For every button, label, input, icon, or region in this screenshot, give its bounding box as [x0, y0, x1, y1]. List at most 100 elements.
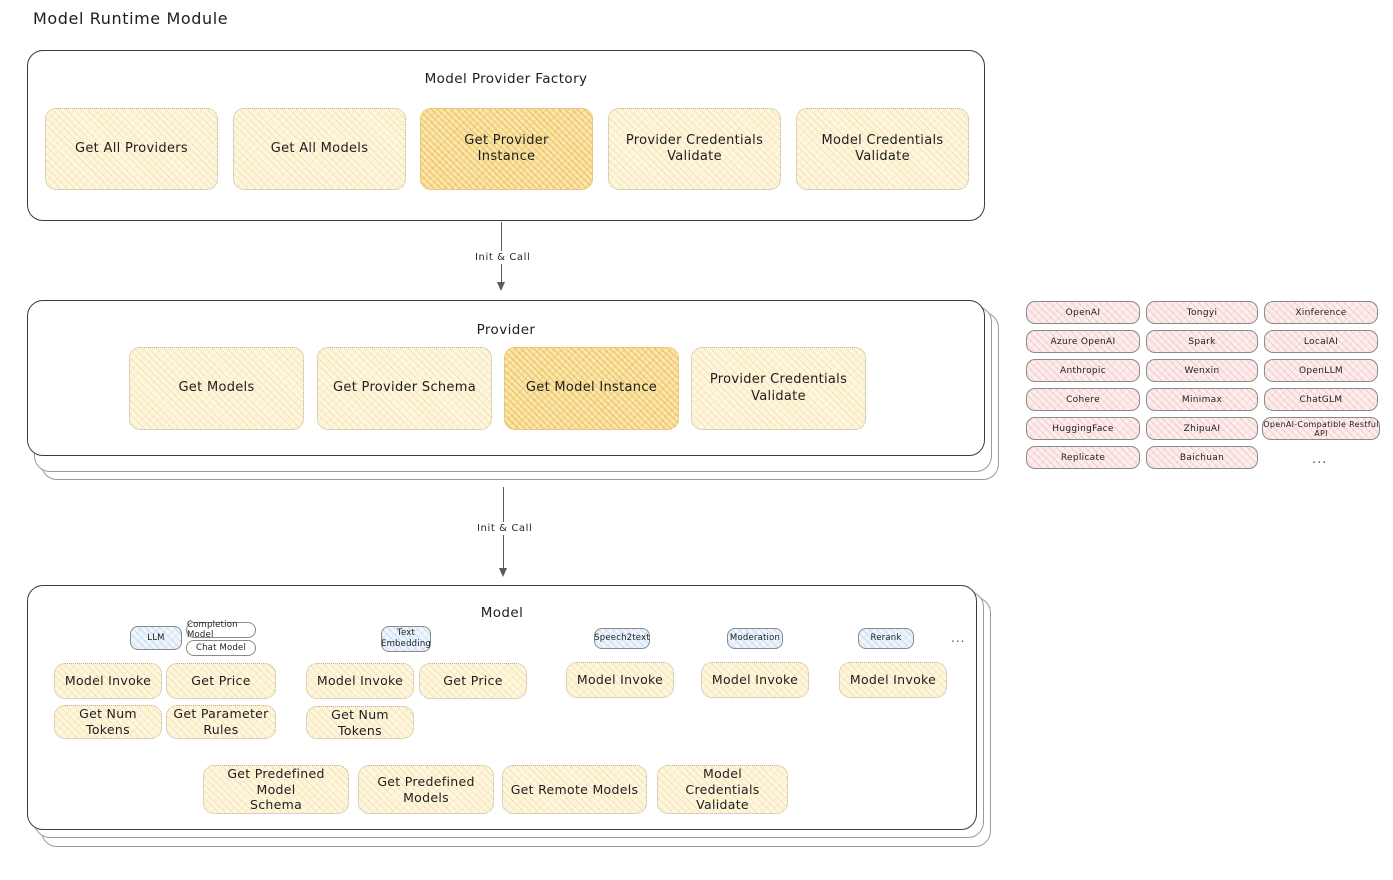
- provider-box-label: Get Provider Schema: [333, 380, 476, 396]
- provider-box-get-provider-schema[interactable]: Get Provider Schema: [317, 347, 492, 430]
- model-op-label: Get Parameter Rules: [173, 706, 269, 737]
- provider-box-label: Provider Credentials Validate: [709, 372, 848, 404]
- factory-box-label: Get All Models: [270, 140, 369, 156]
- provider-chip-spark[interactable]: Spark: [1146, 330, 1258, 353]
- provider-chip-openllm[interactable]: OpenLLM: [1264, 359, 1378, 382]
- provider-chip-openai[interactable]: OpenAI: [1026, 301, 1140, 324]
- provider-chip-chatglm[interactable]: ChatGLM: [1264, 388, 1378, 411]
- model-op-label: Get Num Tokens: [331, 706, 389, 738]
- provider-chip-replicate[interactable]: Replicate: [1026, 446, 1140, 469]
- model-op-label: Model Invoke: [711, 672, 799, 688]
- model-op-label: Get Price: [191, 673, 251, 689]
- model-type-chip-speech2text[interactable]: Speech2text: [594, 628, 650, 649]
- model-types-more-ellipsis: ...: [951, 631, 966, 645]
- model-op-label: Get Price: [443, 673, 503, 689]
- model-common-op-get-remote-models[interactable]: Get Remote Models: [502, 765, 647, 814]
- model-type-label: Text Embedding: [381, 628, 432, 649]
- provider-chip-label: Minimax: [1181, 394, 1223, 405]
- provider-chip-label: OpenAI: [1065, 307, 1101, 318]
- factory-box-model-credentials-validate[interactable]: Model Credentials Validate: [796, 108, 969, 190]
- provider-chip-label: Wenxin: [1184, 365, 1220, 376]
- provider-box-get-model-instance[interactable]: Get Model Instance: [504, 347, 679, 430]
- factory-box-get-all-models[interactable]: Get All Models: [233, 108, 406, 190]
- factory-box-label: Get All Providers: [75, 140, 188, 156]
- model-common-op-label: Get Predefined Models: [377, 773, 475, 805]
- arrow-provider-to-model-label: Init & Call: [473, 522, 537, 535]
- provider-chip-label: Spark: [1188, 336, 1216, 347]
- provider-chip-label: LocalAI: [1303, 336, 1339, 347]
- model-op-speech2text-model-invoke[interactable]: Model Invoke: [566, 662, 674, 698]
- provider-chip-minimax[interactable]: Minimax: [1146, 388, 1258, 411]
- factory-box-get-all-providers[interactable]: Get All Providers: [45, 108, 218, 190]
- provider-chip-wenxin[interactable]: Wenxin: [1146, 359, 1258, 382]
- model-subtype-label: Completion Model: [187, 620, 238, 640]
- page-title: Model Runtime Module: [33, 9, 229, 28]
- model-common-op-get-predefined-model-schema[interactable]: Get Predefined Model Schema: [203, 765, 349, 814]
- provider-chip-tongyi[interactable]: Tongyi: [1146, 301, 1258, 324]
- factory-box-label: Model Credentials Validate: [821, 132, 944, 164]
- model-op-llm-model-invoke[interactable]: Model Invoke: [54, 663, 162, 699]
- provider-chip-label: Xinference: [1295, 307, 1347, 318]
- provider-chip-zhipuai[interactable]: ZhipuAI: [1146, 417, 1258, 440]
- provider-chip-anthropic[interactable]: Anthropic: [1026, 359, 1140, 382]
- model-op-label: Get Num Tokens: [79, 706, 137, 737]
- provider-box-get-models[interactable]: Get Models: [129, 347, 304, 430]
- provider-chip-label: Anthropic: [1060, 365, 1106, 376]
- provider-chip-huggingface[interactable]: HuggingFace: [1026, 417, 1140, 440]
- provider-chip-openai-compatible-restful-api[interactable]: OpenAI-Compatible Restful API: [1262, 417, 1380, 440]
- model-type-chip-llm[interactable]: LLM: [130, 626, 182, 650]
- provider-chip-label: HuggingFace: [1052, 423, 1114, 434]
- model-type-label: Speech2text: [594, 633, 650, 644]
- model-op-llm-get-num-tokens[interactable]: Get Num Tokens: [54, 705, 162, 739]
- provider-chip-label: Azure OpenAI: [1050, 336, 1116, 347]
- provider-chip-xinference[interactable]: Xinference: [1264, 301, 1378, 324]
- arrow-factory-to-provider-label: Init & Call: [471, 251, 535, 264]
- model-common-op-model-credentials-validate[interactable]: Model Credentials Validate: [657, 765, 788, 814]
- provider-list-more-ellipsis: ...: [1312, 452, 1328, 467]
- model-subtype-label: Chat Model: [195, 643, 247, 653]
- model-op-moderation-model-invoke[interactable]: Model Invoke: [701, 662, 809, 698]
- provider-box-label: Get Models: [178, 380, 255, 396]
- provider-chip-baichuan[interactable]: Baichuan: [1146, 446, 1258, 469]
- model-op-label: Model Invoke: [316, 673, 404, 689]
- provider-chip-azure-openai[interactable]: Azure OpenAI: [1026, 330, 1140, 353]
- model-type-label: LLM: [147, 632, 165, 643]
- provider-chip-label: OpenAI-Compatible Restful API: [1263, 419, 1379, 438]
- model-type-chip-moderation[interactable]: Moderation: [727, 628, 783, 649]
- provider-chip-label: ChatGLM: [1299, 394, 1343, 405]
- model-op-text-embedding-model-invoke[interactable]: Model Invoke: [306, 663, 414, 699]
- provider-chip-label: Replicate: [1060, 452, 1106, 463]
- model-op-label: Model Invoke: [576, 672, 664, 688]
- model-subtype-chip-chat-model[interactable]: Chat Model: [186, 640, 256, 656]
- provider-chip-label: ZhipuAI: [1183, 423, 1221, 434]
- model-op-text-embedding-get-num-tokens[interactable]: Get Num Tokens: [306, 706, 414, 739]
- provider-box-provider-credentials-validate[interactable]: Provider Credentials Validate: [691, 347, 866, 430]
- provider-chip-label: Tongyi: [1186, 307, 1218, 318]
- arrow-factory-to-provider-head: [497, 282, 505, 291]
- model-op-llm-get-parameter-rules[interactable]: Get Parameter Rules: [166, 705, 276, 739]
- model-type-chip-text-embedding[interactable]: Text Embedding: [381, 626, 431, 652]
- model-common-op-label: Get Remote Models: [510, 781, 639, 797]
- factory-box-get-provider-instance[interactable]: Get Provider Instance: [420, 108, 593, 190]
- provider-chip-cohere[interactable]: Cohere: [1026, 388, 1140, 411]
- model-common-op-label: Model Credentials Validate: [685, 766, 760, 813]
- factory-box-label: Get Provider Instance: [464, 132, 549, 164]
- provider-chip-localai[interactable]: LocalAI: [1264, 330, 1378, 353]
- model-op-text-embedding-get-price[interactable]: Get Price: [419, 663, 527, 699]
- provider-box-label: Get Model Instance: [525, 380, 658, 396]
- arrow-provider-to-model-head: [499, 568, 507, 577]
- provider-title: Provider: [476, 322, 536, 338]
- factory-box-label: Provider Credentials Validate: [625, 132, 764, 164]
- model-op-label: Model Invoke: [849, 672, 937, 688]
- model-type-chip-rerank[interactable]: Rerank: [858, 628, 914, 649]
- provider-chip-label: OpenLLM: [1299, 365, 1343, 376]
- factory-box-provider-credentials-validate[interactable]: Provider Credentials Validate: [608, 108, 781, 190]
- provider-chip-label: Baichuan: [1179, 452, 1225, 463]
- model-common-op-get-predefined-models[interactable]: Get Predefined Models: [358, 765, 494, 814]
- model-subtype-chip-completion-model[interactable]: Completion Model: [186, 620, 256, 640]
- model-op-llm-get-price[interactable]: Get Price: [166, 663, 276, 699]
- model-op-label: Model Invoke: [64, 673, 152, 689]
- model-op-rerank-model-invoke[interactable]: Model Invoke: [839, 662, 947, 698]
- model-type-label: Rerank: [870, 633, 902, 644]
